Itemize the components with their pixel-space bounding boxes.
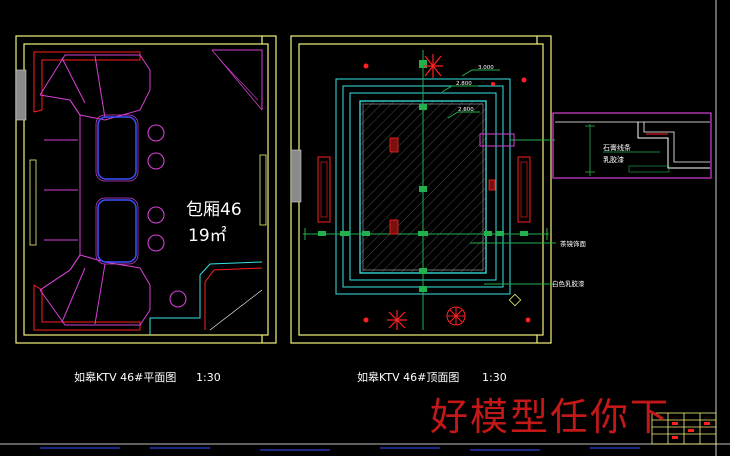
note-mirror: 茶镜饰面 bbox=[560, 239, 587, 248]
detail-label-latex: 乳胶漆 bbox=[603, 155, 624, 164]
tv-unit-diagonal bbox=[211, 49, 263, 111]
plan-walls bbox=[15, 35, 277, 344]
light-trough-left bbox=[317, 156, 331, 223]
elevation-b: 2.800 bbox=[456, 81, 472, 87]
title-block bbox=[651, 412, 717, 445]
light-trough-right bbox=[517, 156, 531, 223]
coffee-table-bottom bbox=[97, 199, 137, 263]
coffee-table-bottom-outline bbox=[95, 197, 139, 265]
wall-panel-right bbox=[259, 154, 267, 226]
coffee-table-top bbox=[97, 116, 137, 180]
coffee-table-top-outline bbox=[95, 114, 139, 182]
section-callout bbox=[479, 133, 515, 147]
title-block-marks bbox=[672, 422, 710, 439]
chandelier bbox=[446, 306, 466, 326]
wall-panel-left bbox=[29, 159, 37, 246]
tv-unit bbox=[212, 49, 263, 110]
stools bbox=[147, 124, 187, 308]
note-latex: 白色乳胶漆 bbox=[552, 279, 585, 288]
ceiling-door-panel bbox=[290, 149, 302, 203]
downlights bbox=[363, 63, 531, 323]
watermark-text: 好模型任你下 bbox=[430, 395, 670, 439]
ceiling-caption: 如皋KTV 46#顶面图 bbox=[357, 370, 459, 384]
bottom-strip-marks bbox=[40, 447, 640, 451]
bar-counter-inner bbox=[204, 267, 263, 330]
door-panel bbox=[15, 69, 27, 121]
room-label: 包厢46 bbox=[186, 200, 242, 220]
leader-lines bbox=[470, 139, 556, 285]
plan-caption: 如皋KTV 46#平面图 bbox=[74, 370, 176, 384]
bar-counter bbox=[149, 261, 263, 335]
sofa-back bbox=[33, 51, 141, 113]
detail-label-gypsum: 石膏线条 bbox=[603, 143, 631, 152]
ceiling-scale: 1:30 bbox=[482, 371, 507, 384]
elevation-c: 2.600 bbox=[458, 107, 474, 113]
dimension-marks bbox=[318, 60, 528, 292]
elevation-a: 3.000 bbox=[478, 65, 494, 71]
ceiling-plan: 3.000 2.800 2.600 茶镜饰面 白色乳胶漆 如皋KTV 46#顶面… bbox=[290, 35, 587, 384]
room-area: 19㎡ bbox=[188, 226, 227, 246]
section-detail: 石膏线条 乳胶漆 bbox=[552, 112, 712, 179]
sofa bbox=[39, 54, 151, 326]
exhaust-fan bbox=[508, 293, 522, 307]
spot-fixture-bottom bbox=[387, 310, 407, 330]
spot-fixture-top bbox=[423, 54, 443, 78]
elevation-markers bbox=[441, 69, 500, 119]
sofa-back-lower bbox=[33, 284, 141, 331]
plan-scale: 1:30 bbox=[196, 371, 221, 384]
floor-plan: 包厢46 19㎡ 如皋KTV 46#平面图 1:30 bbox=[15, 35, 277, 384]
